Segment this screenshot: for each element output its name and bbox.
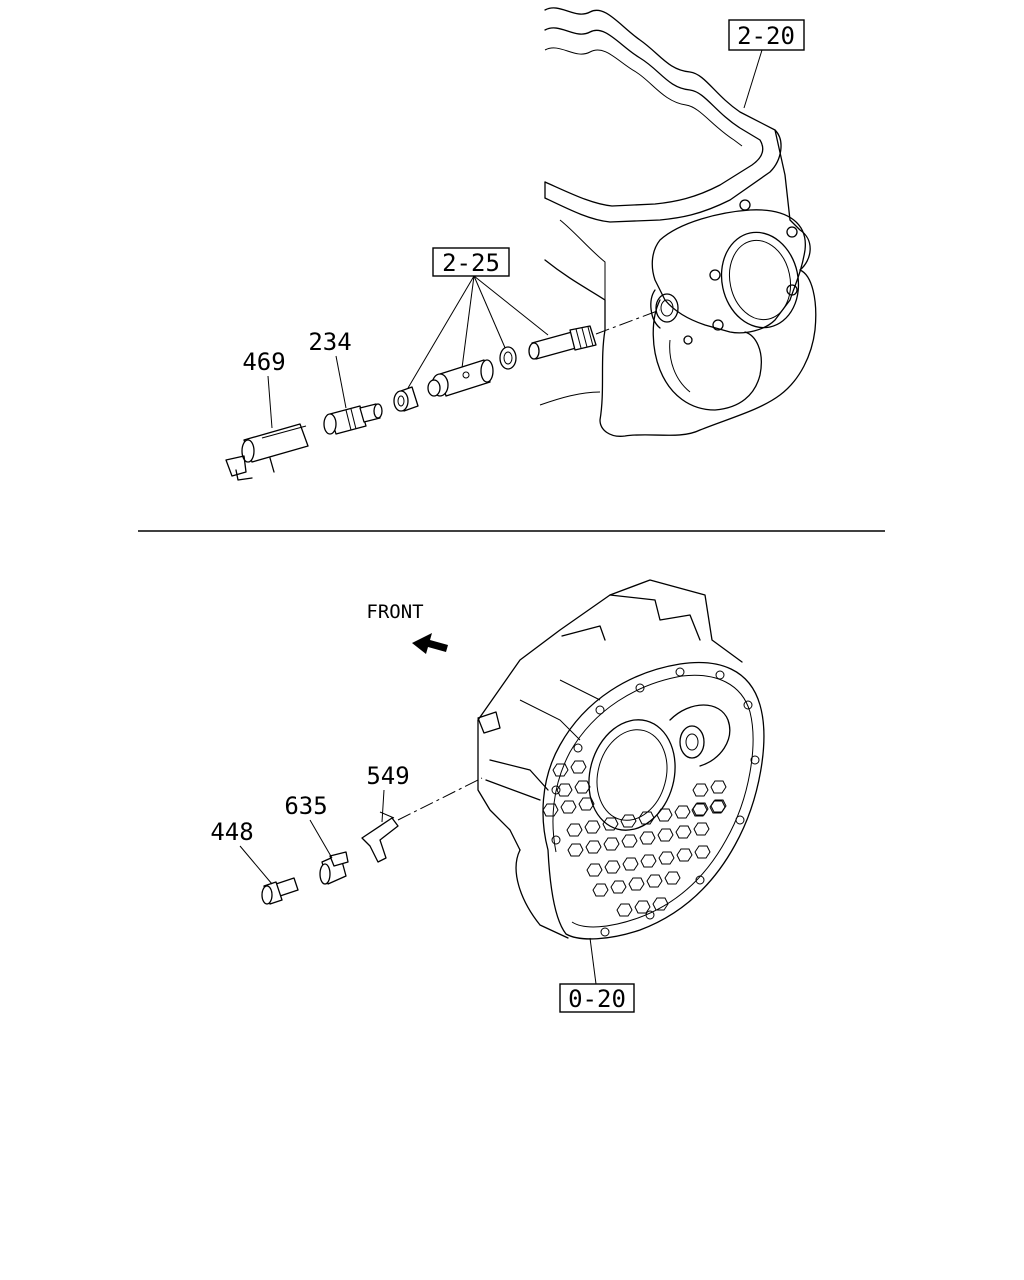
- housing-ribs: [542, 760, 727, 917]
- part-label-448: 448: [210, 818, 253, 846]
- leader-635: [309, 819, 333, 859]
- rib-cell: [639, 831, 656, 845]
- rib-cell: [620, 814, 637, 828]
- rib-cell: [692, 783, 709, 797]
- front-indicator: FRONT: [366, 601, 448, 654]
- rib-cell: [658, 851, 675, 865]
- leader-234: [335, 355, 347, 409]
- part-label-469: 469: [242, 348, 285, 376]
- rib-cell: [693, 822, 710, 836]
- rib-cell: [710, 799, 727, 813]
- rib-cell: [621, 834, 638, 848]
- rib-cell: [692, 802, 709, 816]
- rib-cell: [602, 817, 619, 831]
- rib-cell: [656, 808, 673, 822]
- speed-sensor-234[interactable]: [323, 403, 383, 435]
- rib-cell: [566, 823, 583, 837]
- rib-cell: [584, 820, 601, 834]
- rib-cell: [552, 763, 569, 777]
- collar-ring: [393, 386, 419, 412]
- flywheel-housing: [477, 579, 765, 940]
- part-label-549: 549: [366, 762, 409, 790]
- ref-label-0-20: 0-20: [568, 985, 626, 1013]
- connector-469[interactable]: [225, 423, 309, 481]
- part-label-234: 234: [308, 328, 351, 356]
- bracket-549[interactable]: [361, 811, 399, 863]
- ref-label-2-25: 2-25: [442, 249, 500, 277]
- front-label: FRONT: [366, 601, 423, 623]
- ref-box-2-25[interactable]: 2-25: [432, 247, 510, 277]
- sensor-axis: [397, 777, 483, 821]
- ref-box-2-20[interactable]: 2-20: [728, 19, 805, 51]
- rib-cell: [567, 843, 584, 857]
- rib-cell: [610, 880, 627, 894]
- rib-cell: [542, 803, 559, 817]
- rib-cell: [691, 803, 708, 817]
- rib-cell: [616, 903, 633, 917]
- rib-cell: [603, 837, 620, 851]
- rib-cell: [674, 805, 691, 819]
- rib-cell: [710, 780, 727, 794]
- front-arrow-icon: [412, 633, 448, 654]
- rib-cell: [634, 900, 651, 914]
- washer: [499, 346, 517, 370]
- rib-cell: [640, 854, 657, 868]
- rib-cell: [592, 883, 609, 897]
- rib-cell: [628, 877, 645, 891]
- rib-cell: [676, 848, 693, 862]
- rib-cell: [556, 783, 573, 797]
- speedo-gear-shaft: [528, 309, 661, 360]
- ref-label-2-20: 2-20: [737, 22, 795, 50]
- rib-cell: [585, 840, 602, 854]
- rib-cell: [675, 825, 692, 839]
- rib-cell: [604, 860, 621, 874]
- rib-cell: [657, 828, 674, 842]
- part-label-635: 635: [284, 792, 327, 820]
- sensor-635[interactable]: [319, 851, 349, 885]
- rib-cell: [586, 863, 603, 877]
- rib-cell: [578, 797, 595, 811]
- ref-box-0-20[interactable]: 0-20: [559, 983, 635, 1013]
- leaders-2-25: [407, 275, 549, 389]
- transmission-case: [539, 7, 817, 437]
- bolt-448[interactable]: [261, 877, 299, 905]
- leader-2-20: [743, 49, 763, 109]
- rib-cell: [709, 800, 726, 814]
- rib-cell: [652, 897, 669, 911]
- leader-0-20: [589, 937, 597, 985]
- rib-cell: [570, 760, 587, 774]
- rib-cell: [622, 857, 639, 871]
- leader-469: [267, 375, 273, 429]
- leader-549: [381, 789, 385, 823]
- rib-cell: [560, 800, 577, 814]
- leader-448: [239, 845, 273, 885]
- rib-cell: [646, 874, 663, 888]
- rib-cell: [574, 780, 591, 794]
- speedo-sleeve: [427, 359, 494, 397]
- rib-cell: [664, 871, 681, 885]
- rib-cell: [694, 845, 711, 859]
- rib-cell: [638, 811, 655, 825]
